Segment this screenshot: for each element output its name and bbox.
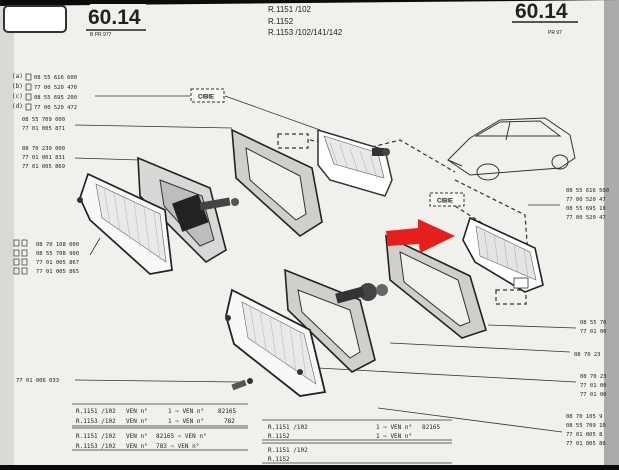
svg-text:(d): (d) <box>12 103 23 110</box>
ref-h: 77 01 006 033 <box>16 378 59 384</box>
gasket-right <box>385 234 487 339</box>
rref-6: 77 01 00 <box>580 329 607 335</box>
page-number-right-sub: PR 97 <box>548 30 562 36</box>
cibie-tag-right: CIBIE <box>429 192 465 207</box>
svg-text:1 ⇨ VEN n°: 1 ⇨ VEN n° <box>376 433 412 440</box>
svg-text:82165 ⇨ VEN n°: 82165 ⇨ VEN n° <box>156 433 207 440</box>
rref-4: 77 00 520 47 <box>566 215 606 221</box>
ref-g3: 77 01 005 867 <box>36 260 79 266</box>
svg-text:82165: 82165 <box>218 408 236 415</box>
svg-text:R.1151 /102: R.1151 /102 <box>268 424 308 431</box>
ref-g4: 77 01 005 865 <box>36 269 79 275</box>
ref-f1: 08 70 239 000 <box>22 146 65 152</box>
svg-text:1 ⇨ VEN n°: 1 ⇨ VEN n° <box>168 408 204 415</box>
model-line-1: R.1151 /102 <box>268 5 312 14</box>
rref-1: 08 55 616 500 <box>566 188 609 194</box>
svg-text:R.1152: R.1152 <box>268 433 290 440</box>
svg-text:782: 782 <box>224 418 235 425</box>
svg-text:R.1153 /102: R.1153 /102 <box>76 443 116 450</box>
svg-text:(a): (a) <box>12 73 23 80</box>
svg-text:VEN n°: VEN n° <box>126 408 148 415</box>
svg-text:CIBIE: CIBIE <box>198 95 214 101</box>
rref-12: 08 55 709 10 <box>566 423 606 429</box>
rref-11: 08 70 105 9 <box>566 414 602 420</box>
page-header: 60.14 B PR 977 R.1151 /102 R.1152 R.1153… <box>3 0 578 38</box>
svg-text:R.1152: R.1152 <box>268 456 290 463</box>
table-left <box>72 403 248 451</box>
ref-f3: 77 01 005 869 <box>22 164 65 170</box>
rref-3: 08 55 695 10 <box>566 206 606 212</box>
ref-a: 08 55 616 600 <box>34 75 77 81</box>
rref-2: 77 00 520 47 <box>566 197 606 203</box>
ref-d: 77 00 520 472 <box>34 105 77 111</box>
svg-text:VEN n°: VEN n° <box>126 433 148 440</box>
svg-text:R.1151 /102: R.1151 /102 <box>76 408 116 415</box>
svg-text:(b): (b) <box>12 83 23 90</box>
leader-lines-left <box>74 95 321 383</box>
ref-c: 08 55 695 200 <box>34 95 77 101</box>
svg-text:(c): (c) <box>12 93 23 100</box>
cibie-tag-top: CIBIE <box>190 88 225 103</box>
rref-13: 77 01 005 8 <box>566 432 602 438</box>
page-number-right: 60.14 <box>515 0 568 23</box>
leader-lines-right <box>317 204 577 433</box>
svg-text:1 ⇨ VEN n°: 1 ⇨ VEN n° <box>168 418 204 425</box>
lamp-lens-lower <box>225 288 327 397</box>
svg-text:R.1151 /102: R.1151 /102 <box>76 433 116 440</box>
table-left-rows: R.1151 /102 VEN n° 1 ⇨ VEN n° 82165 R.11… <box>76 408 236 450</box>
header-thumbnail-left <box>3 5 67 33</box>
highlight-arrow <box>386 219 455 253</box>
lamp-right <box>462 216 544 293</box>
lamp-housing-upper-left <box>137 156 239 264</box>
svg-text:1 ⇨ VEN n°: 1 ⇨ VEN n° <box>376 424 412 431</box>
photo-edge-shadow <box>604 0 619 465</box>
car-illustration <box>447 117 576 181</box>
rref-5: 08 55 70 <box>580 320 607 326</box>
gasket-lower <box>284 268 388 373</box>
left-reference-list: (a) (b) (c) (d) 08 55 616 600 77 00 520 … <box>12 73 79 384</box>
right-reference-list: 08 55 616 500 77 00 520 47 08 55 695 10 … <box>566 188 609 447</box>
lamp-upper-center <box>317 128 393 197</box>
svg-text:VEN n°: VEN n° <box>126 418 148 425</box>
model-line-3: R.1153 /102/141/142 <box>268 28 343 37</box>
rref-9: 77 01 00 <box>580 383 607 389</box>
svg-text:VEN n°: VEN n° <box>126 443 148 450</box>
table-right <box>262 419 452 464</box>
table-right-rows: R.1151 /102 1 ⇨ VEN n° 82165 R.1152 1 ⇨ … <box>268 424 440 463</box>
rref-14: 77 01 005 86 <box>566 441 606 447</box>
dashed-guides <box>277 133 529 305</box>
svg-text:CIBIE: CIBIE <box>437 199 453 205</box>
screw-bottom <box>231 378 253 391</box>
svg-text:R.1151 /102: R.1151 /102 <box>268 447 308 454</box>
ref-g2: 08 55 708 900 <box>36 251 79 257</box>
rref-10: 77 01 00 <box>580 392 607 398</box>
ref-b: 77 00 520 470 <box>34 85 77 91</box>
svg-text:82165: 82165 <box>422 424 440 431</box>
svg-text:783 ⇨ VEN n°: 783 ⇨ VEN n° <box>156 443 199 450</box>
gasket-upper <box>231 128 323 238</box>
model-line-2: R.1152 <box>268 17 294 26</box>
rref-7: 08 70 23 <box>574 352 601 358</box>
svg-text:R.1153 /102: R.1153 /102 <box>76 418 116 425</box>
page-number-left-sub: B PR 977 <box>90 32 112 38</box>
page-binding-shadow <box>0 6 14 465</box>
rref-8: 08 70 23 <box>580 374 607 380</box>
ref-f2: 77 01 001 831 <box>22 155 65 161</box>
page-number-left: 60.14 <box>88 6 141 29</box>
left-ref-boxes <box>13 73 32 275</box>
lamp-lens-upper-left <box>77 172 173 275</box>
ref-e2: 77 01 005 871 <box>22 126 65 132</box>
ref-e1: 08 55 709 000 <box>22 117 65 123</box>
ref-g1: 08 70 108 000 <box>36 242 79 248</box>
